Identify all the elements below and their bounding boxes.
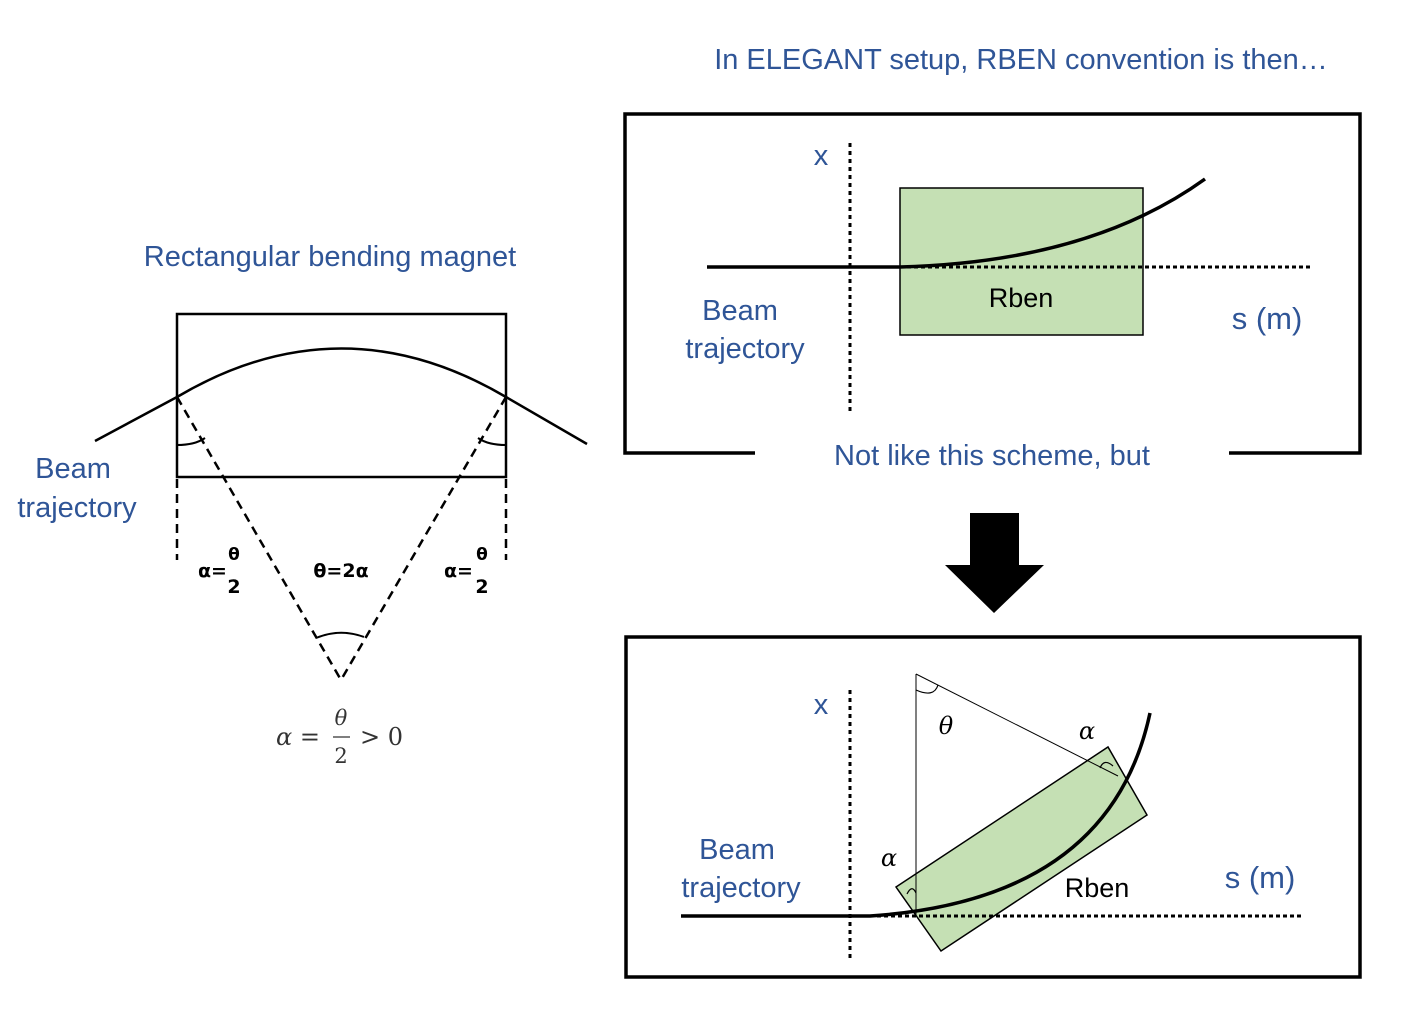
left-diagram: Rectangular bending magnet Beam trajecto… <box>17 241 588 768</box>
theta-label: θ <box>939 712 954 740</box>
svg-text:θ: θ <box>228 545 240 565</box>
edge-angle-arc-right <box>477 437 507 446</box>
formula-alpha: α = θ 2 > 0 <box>276 706 403 768</box>
edge-angle-label-right: α= θ 2 <box>444 545 489 598</box>
edge-angle-label-left: α= θ 2 <box>198 545 241 598</box>
theta-angle-arc <box>915 684 939 694</box>
svg-text:α=: α= <box>198 560 227 582</box>
top-beam-label-line2: trajectory <box>685 333 805 365</box>
top-heading: In ELEGANT setup, RBEN convention is the… <box>714 44 1328 76</box>
bottom-x-label: x <box>814 689 829 721</box>
top-panel-frame <box>623 112 1362 455</box>
bottom-magnet-label: Rben <box>1065 873 1130 903</box>
radius-line-left <box>175 396 343 681</box>
top-magnet-label: Rben <box>989 283 1054 313</box>
down-arrow-icon <box>945 513 1044 613</box>
bottom-magnet-rben <box>894 745 1149 953</box>
alpha-top-label: α <box>1079 717 1095 745</box>
alpha-left-label: α <box>881 844 897 872</box>
bottom-beam-label-line1: Beam <box>699 834 775 866</box>
top-caption: Not like this scheme, but <box>834 440 1150 472</box>
svg-text:2: 2 <box>227 576 240 598</box>
top-panel: In ELEGANT setup, RBEN convention is the… <box>623 44 1362 472</box>
svg-text:θ: θ <box>335 706 348 730</box>
svg-text:2: 2 <box>334 744 347 768</box>
radius-line-right <box>339 396 508 681</box>
svg-text:α=: α= <box>444 560 473 582</box>
center-angle-label: θ=2α <box>313 560 368 582</box>
alpha-arc-exit <box>1099 761 1114 769</box>
edge-angle-arc-left <box>176 437 206 446</box>
top-x-label: x <box>814 140 829 172</box>
center-angle-arc <box>315 631 365 639</box>
svg-text:2: 2 <box>475 576 488 598</box>
top-magnet-rben <box>899 187 1144 336</box>
left-beam-label-line1: Beam <box>35 453 111 485</box>
svg-text:α =: α = <box>276 723 320 751</box>
angled-radius-line <box>915 673 1119 777</box>
bottom-beam-trajectory <box>681 712 1152 918</box>
top-beam-trajectory <box>707 177 1207 269</box>
svg-text:> 0: > 0 <box>360 723 403 751</box>
alpha-arc-entrance <box>906 888 917 895</box>
svg-text:θ: θ <box>476 545 488 565</box>
bottom-s-label: s (m) <box>1225 860 1296 895</box>
rect-magnet-outline <box>175 312 508 479</box>
left-title: Rectangular bending magnet <box>144 241 516 273</box>
top-beam-label-line1: Beam <box>702 295 778 327</box>
beam-trajectory-curve <box>94 347 588 446</box>
bottom-beam-label-line2: trajectory <box>681 872 801 904</box>
bottom-panel-frame <box>624 635 1362 979</box>
bottom-panel: x θ α α Rben s (m) Beam trajectory <box>624 635 1362 979</box>
left-beam-label-line2: trajectory <box>17 492 137 524</box>
top-s-label: s (m) <box>1232 301 1303 336</box>
